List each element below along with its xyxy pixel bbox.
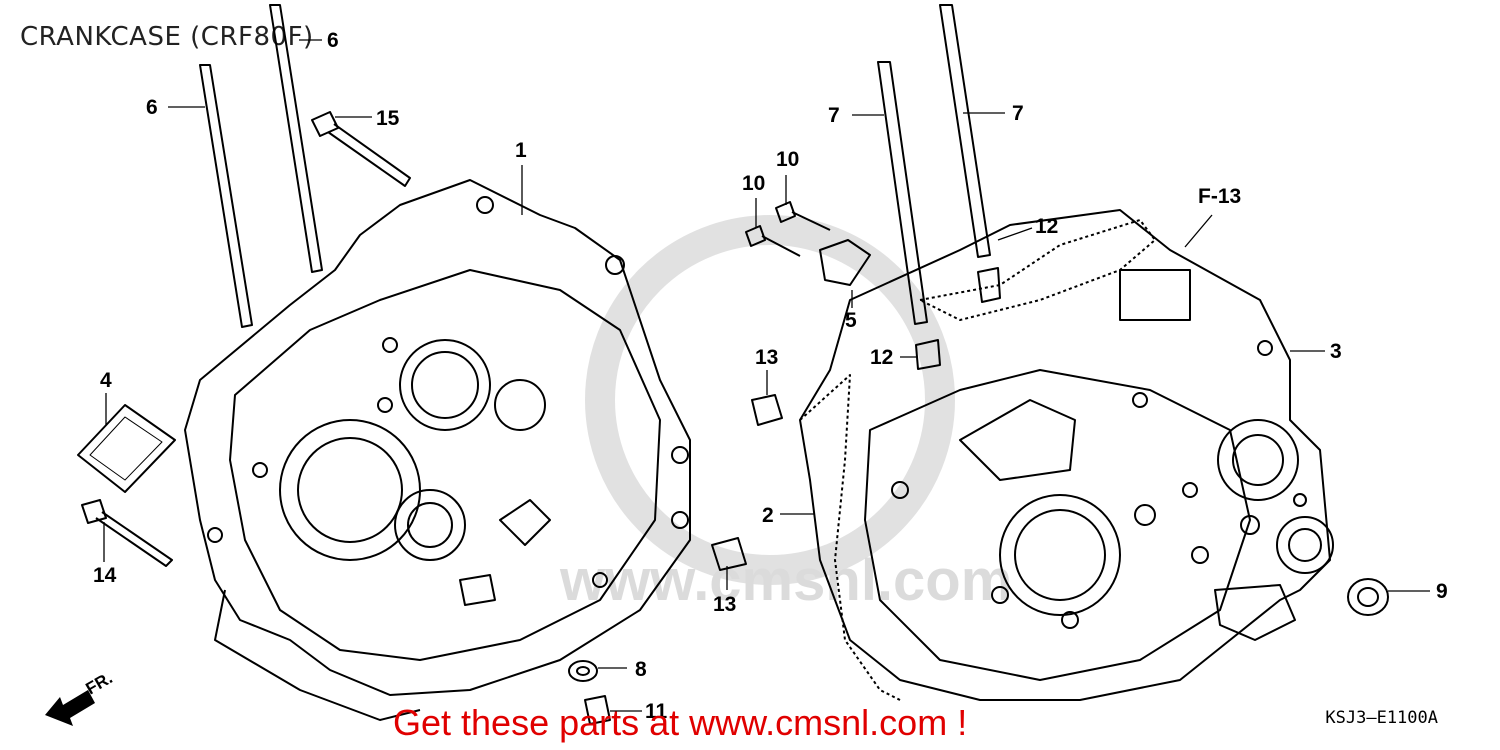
bolt-15-part bbox=[311, 111, 411, 187]
callout-11: 11 bbox=[645, 700, 668, 723]
callout-9: 9 bbox=[1436, 580, 1448, 603]
crankcase-gasket bbox=[799, 219, 1156, 701]
sealing-washer-8-part bbox=[568, 660, 598, 682]
dowel-pin-12-lower-part bbox=[915, 339, 941, 370]
callout-7a: 7 bbox=[828, 104, 840, 127]
stud-bolt-left-a bbox=[199, 64, 253, 328]
drain-bolt-11-part bbox=[584, 695, 611, 725]
leader-lines bbox=[103, 39, 1430, 712]
diagram-reference-code: KSJ3—E1100A bbox=[1325, 708, 1438, 728]
stud-bolt-right-b bbox=[939, 4, 991, 258]
bolt-14-part bbox=[81, 499, 173, 567]
callout-6a: 6 bbox=[146, 96, 158, 119]
stud-bolt-right-a bbox=[877, 61, 928, 325]
stud-bolt-left-b bbox=[269, 4, 323, 273]
callout-4: 4 bbox=[100, 369, 112, 392]
oil-seal-9-part bbox=[1347, 578, 1389, 616]
callout-7b: 7 bbox=[1012, 102, 1024, 125]
callout-13a: 13 bbox=[755, 346, 778, 369]
bolt-10-lower-part bbox=[745, 225, 801, 257]
callout-13b: 13 bbox=[713, 593, 736, 616]
callout-10b: 10 bbox=[742, 172, 765, 195]
bolt-10-upper-part bbox=[775, 201, 831, 231]
front-direction-arrow: FR. bbox=[45, 668, 116, 726]
callout-12b: 12 bbox=[870, 346, 893, 369]
callout-14: 14 bbox=[93, 564, 117, 587]
callout-15: 15 bbox=[376, 107, 400, 130]
dowel-pin-12-upper-part bbox=[977, 267, 1001, 303]
callout-12a: 12 bbox=[1035, 215, 1058, 238]
watermark-logo: www.cmsnl.com bbox=[559, 215, 1012, 613]
watermark-text: www.cmsnl.com bbox=[559, 548, 1012, 613]
callout-2: 2 bbox=[762, 504, 774, 527]
callout-8: 8 bbox=[635, 658, 647, 681]
callout-6b: 6 bbox=[327, 29, 339, 52]
oil-strainer-screen-part bbox=[77, 404, 176, 493]
left-crankcase-half bbox=[184, 179, 691, 721]
diagram-title: CRANKCASE (CRF80F) bbox=[20, 22, 314, 52]
dowel-13-lower-part bbox=[711, 537, 747, 571]
callout-3: 3 bbox=[1330, 340, 1342, 363]
setting-plate-5-part bbox=[819, 239, 871, 286]
callout-5: 5 bbox=[845, 309, 857, 332]
callout-10a: 10 bbox=[776, 148, 799, 171]
promo-link[interactable]: Get these parts at www.cmsnl.com ! bbox=[393, 702, 968, 743]
section-ref-f13: F-13 bbox=[1198, 185, 1241, 208]
callout-1: 1 bbox=[515, 139, 527, 162]
dowel-13-upper-part bbox=[751, 394, 783, 426]
